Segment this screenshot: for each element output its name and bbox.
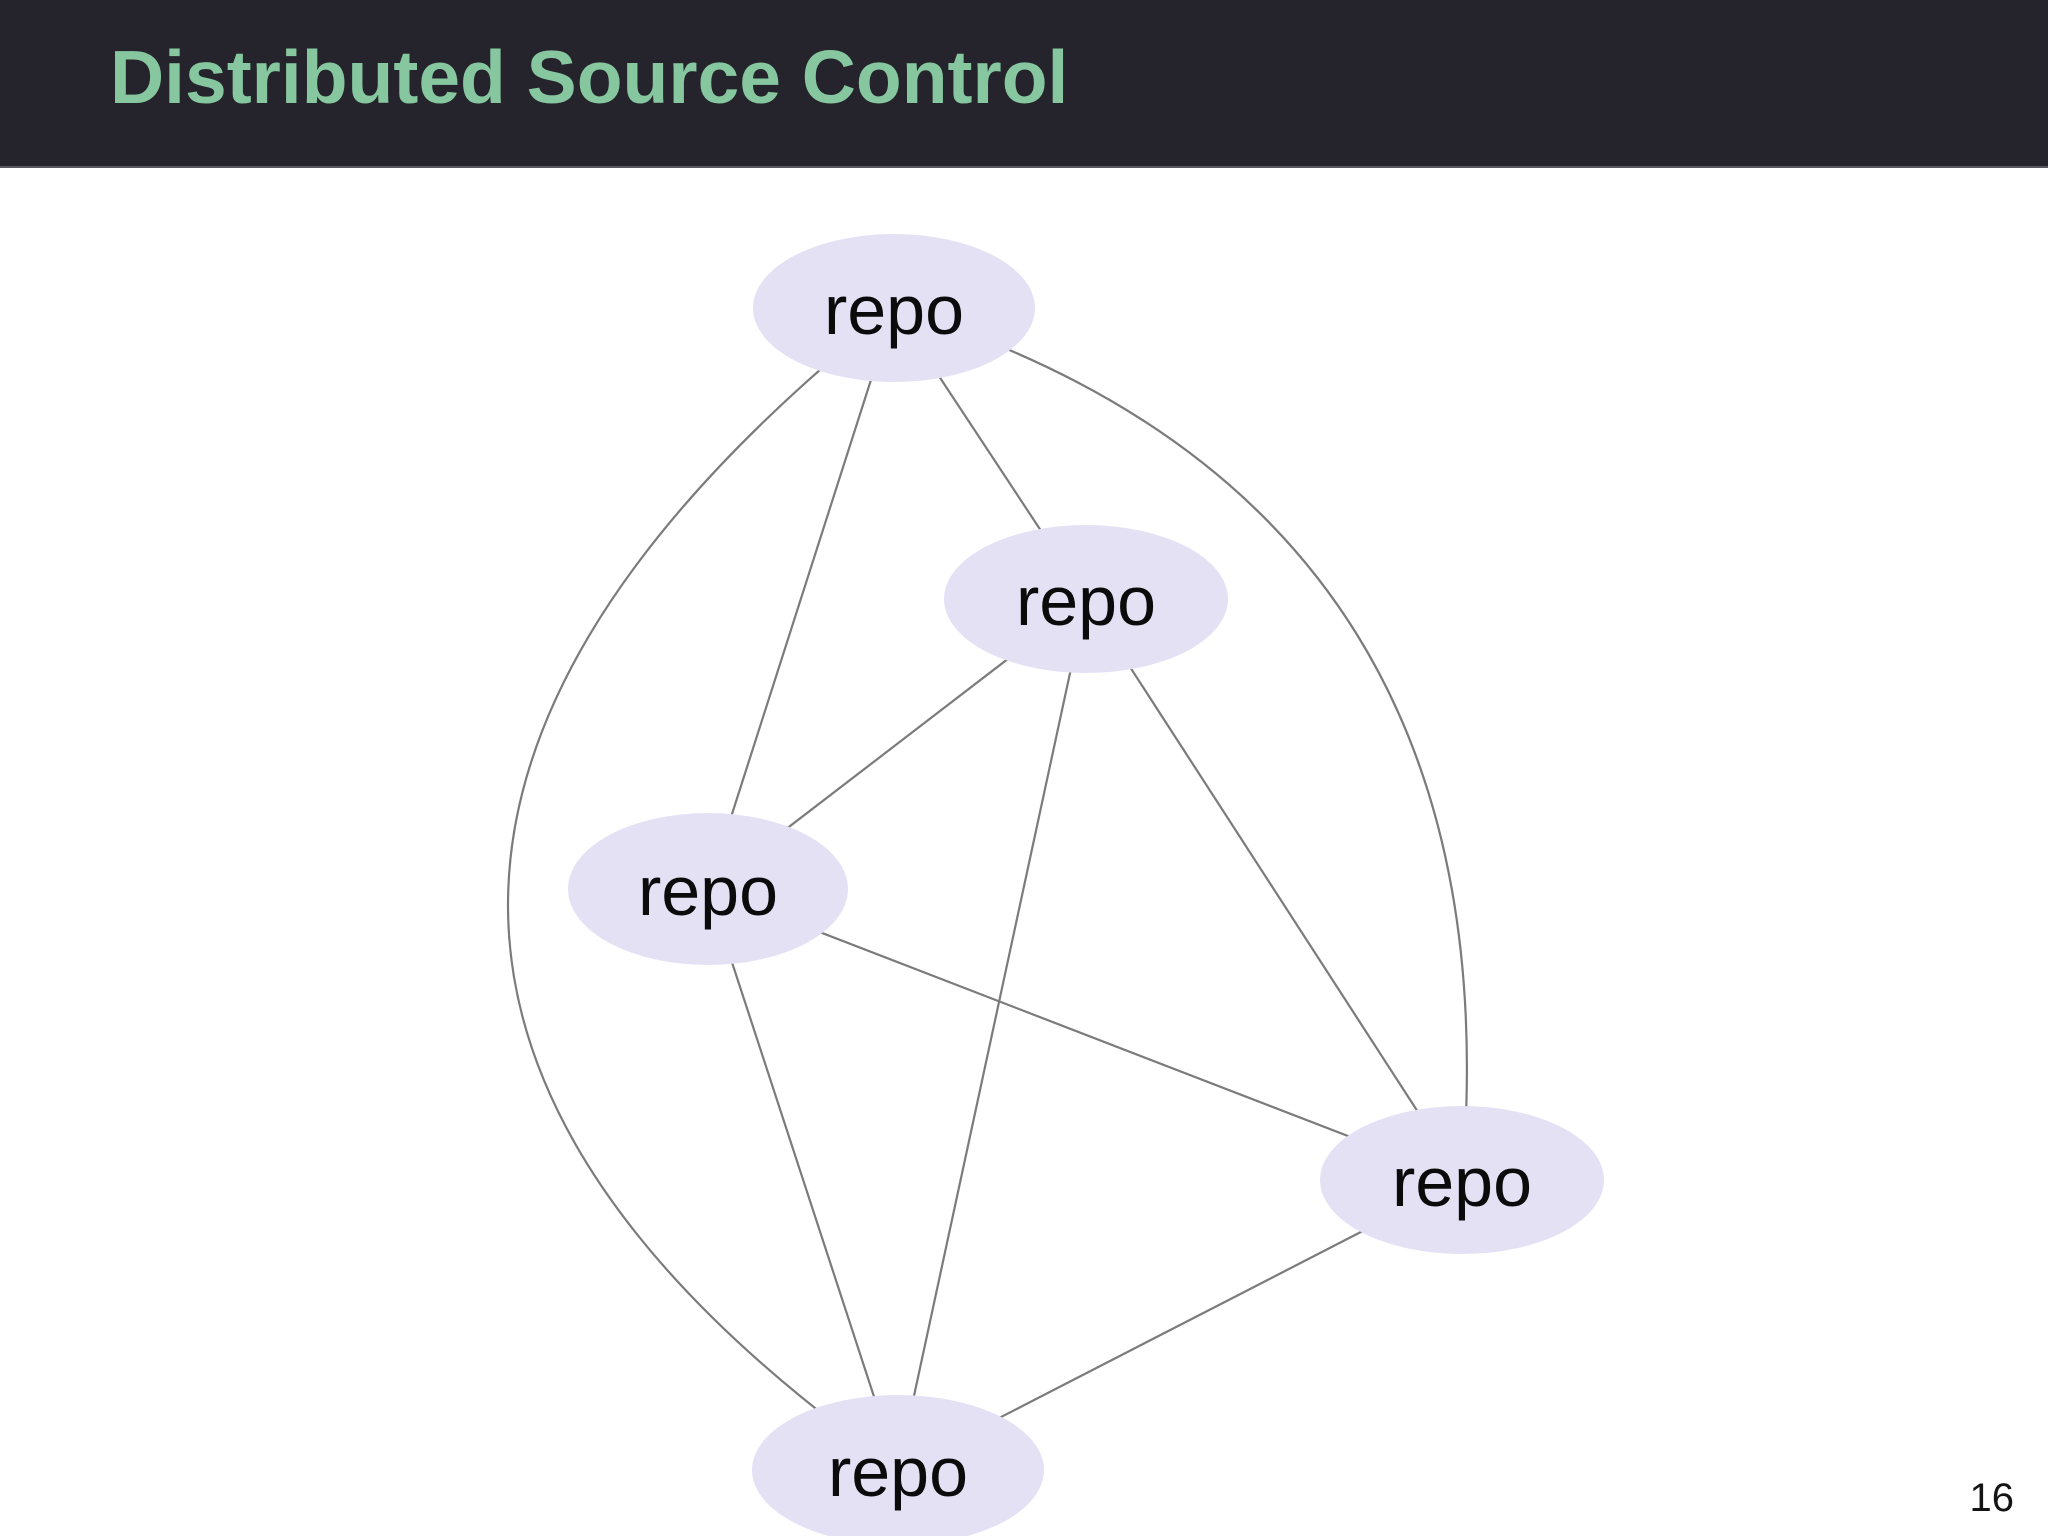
repo-top-node: repo [753, 234, 1035, 382]
repo-top-ellipse [753, 234, 1035, 382]
repo-upper-middle-node: repo [944, 525, 1228, 673]
edge-repo-middle-left--repo-bottom [706, 888, 900, 1471]
edge-repo-middle-left--repo-right [707, 887, 1463, 1182]
edge-repo-upper-middle--repo-bottom [896, 598, 1088, 1471]
repo-bottom-node: repo [752, 1395, 1044, 1536]
repo-right-label: repo [1392, 1143, 1532, 1221]
repo-upper-middle-label: repo [1016, 562, 1156, 640]
repo-bottom-ellipse [752, 1395, 1044, 1536]
page-title: Distributed Source Control [110, 34, 1069, 119]
edge-repo-upper-middle--repo-right [1085, 598, 1463, 1181]
edge-repo-top--repo-middle-left [706, 307, 896, 890]
repo-top-label: repo [824, 271, 964, 349]
page-number: 16 [1969, 1476, 2015, 1520]
repo-middle-left-label: repo [638, 852, 778, 930]
edge-repo-top--repo-right [893, 306, 1469, 1181]
repo-bottom-label: repo [828, 1433, 968, 1511]
repo-middle-left-ellipse [568, 813, 848, 965]
repo-middle-left-node: repo [568, 813, 848, 965]
edge-repo-top--repo-bottom [507, 307, 899, 1471]
repo-right-node: repo [1320, 1106, 1604, 1254]
repo-right-ellipse [1320, 1106, 1604, 1254]
slide-header: Distributed Source Control [0, 0, 2048, 168]
repo-upper-middle-ellipse [944, 525, 1228, 673]
